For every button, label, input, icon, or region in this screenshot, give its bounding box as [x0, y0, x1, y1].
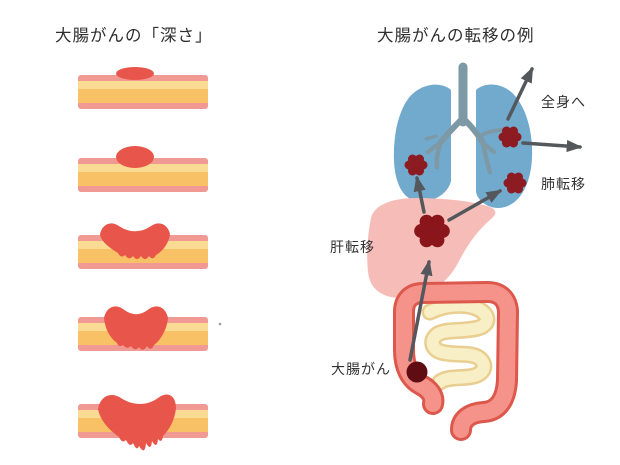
- tissue-band-stage-1: [78, 75, 208, 109]
- arrow-colon-to-liver: [408, 259, 433, 362]
- label-liver-metastasis: 肝転移: [330, 240, 375, 256]
- tumor-stage-4-icon: [104, 306, 168, 350]
- label-to-whole-body: 全身へ: [541, 95, 586, 111]
- arrow-liver-to-left-lung: [413, 175, 426, 214]
- tiny-speck-dot: [218, 322, 222, 326]
- label-lung-metastasis: 肺転移: [541, 177, 586, 193]
- label-colorectal-cancer: 大腸がん: [331, 362, 391, 378]
- tumor-stage-2-icon: [116, 146, 154, 168]
- metastasis-illustration-group: [367, 62, 583, 441]
- large-intestine-icon: [393, 281, 519, 441]
- arrow-lung-to-whole-body: [506, 66, 534, 121]
- arrow-lung-outward: [521, 139, 583, 153]
- small-intestine-icon: [421, 296, 496, 391]
- left-panel-title: 大腸がんの「深さ」: [55, 26, 213, 45]
- depth-stages-group: [78, 67, 222, 451]
- tumor-stage-5-icon: [98, 394, 176, 451]
- tumor-stage-1-icon: [116, 67, 154, 80]
- colorectal-tumor-icon: [406, 361, 428, 383]
- arrow-liver-to-right-lung: [447, 189, 503, 222]
- liver-icon: [367, 198, 496, 299]
- right-panel-title: 大腸がんの転移の例: [377, 26, 535, 45]
- bronchi-icon: [424, 62, 505, 175]
- metastasis-arrows-group: [408, 66, 583, 362]
- tumor-stage-3-icon: [100, 223, 170, 259]
